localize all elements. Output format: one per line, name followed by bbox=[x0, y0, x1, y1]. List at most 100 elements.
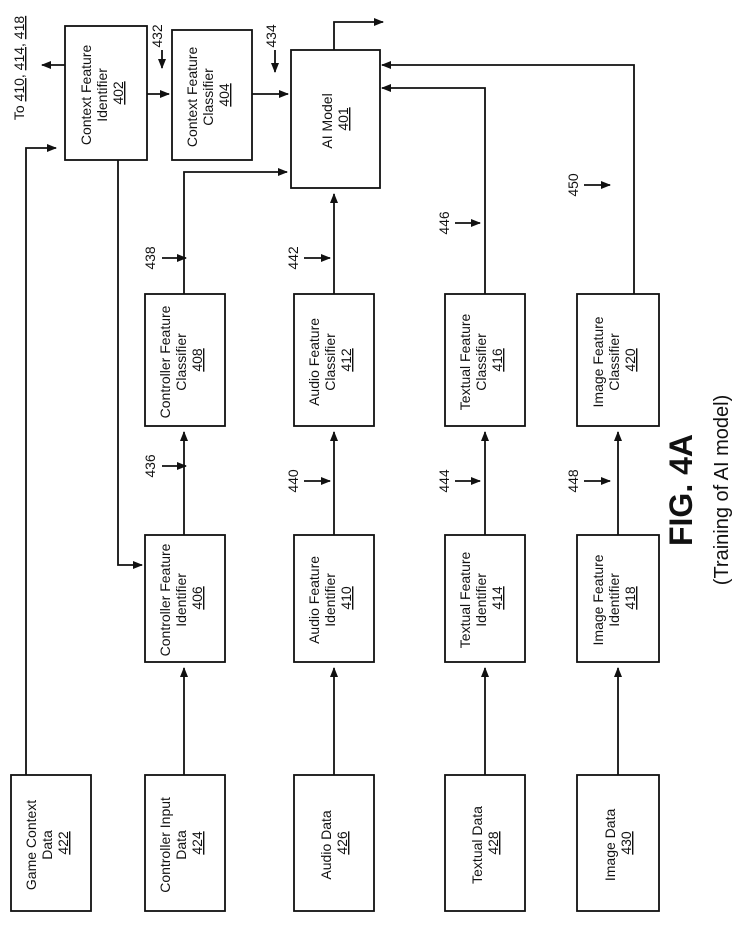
ai-model-output-arrow bbox=[333, 18, 384, 50]
context-feature-identifier-block: Context Feature Identifier 402 bbox=[64, 25, 148, 161]
svg-text:Context Feature Identifi: Context Feature Identifier 402 bbox=[78, 41, 126, 145]
reference-pointers bbox=[158, 50, 611, 485]
label-450: 450 bbox=[565, 173, 581, 197]
context-identifier-ref: 402 bbox=[110, 81, 126, 105]
svg-text:Controller Input Data: Controller Input Data 424 bbox=[157, 793, 205, 893]
audio-data-block: Audio Data 426 bbox=[293, 774, 375, 912]
game-context-data-block: Game Context Data 422 bbox=[10, 774, 92, 912]
textual-feature-identifier-block: Textual Feature Identifier 414 bbox=[444, 534, 526, 663]
image-identifier-line-1: Image Feature bbox=[590, 554, 606, 645]
label-432: 432 bbox=[149, 24, 165, 48]
svg-text:Textual Feature Identifi: Textual Feature Identifier 414 bbox=[457, 548, 505, 648]
svg-text:Image Data 430: Image Data 430 bbox=[602, 805, 634, 881]
label-442: 442 bbox=[285, 246, 301, 270]
svg-text:Audio Feature Classifier: Audio Feature Classifier 412 bbox=[306, 314, 354, 406]
image-data-line-1: Image Data bbox=[602, 809, 618, 882]
label-444: 444 bbox=[436, 469, 452, 493]
audio-identifier-line-2: Identifier bbox=[322, 573, 338, 627]
image-data-block: Image Data 430 bbox=[576, 774, 660, 912]
textual-identifier-line-2: Identifier bbox=[473, 573, 489, 627]
ai-model-ref: 401 bbox=[335, 107, 351, 131]
textual-classifier-line-2: Classifier bbox=[473, 333, 489, 391]
audio-data-line-1: Audio Data bbox=[318, 810, 334, 879]
textual-data-ref: 428 bbox=[485, 831, 501, 855]
textual-classifier-line-1: Textual Feature bbox=[457, 313, 473, 410]
figure-title: FIG. 4A bbox=[663, 434, 699, 546]
context-identifier-line-1: Context Feature bbox=[78, 45, 94, 146]
image-feature-classifier-block: Image Feature Classifier 420 bbox=[576, 293, 660, 427]
audio-classifier-line-1: Audio Feature bbox=[306, 318, 322, 406]
image-data-ref: 430 bbox=[618, 831, 634, 855]
image-classifier-line-1: Image Feature bbox=[590, 316, 606, 407]
audio-classifier-ref: 412 bbox=[338, 348, 354, 372]
svg-text:Controller Feature Ident: Controller Feature Identifier 406 bbox=[157, 540, 205, 657]
controller-input-data-ref: 424 bbox=[189, 831, 205, 855]
game-context-data-line-2: Data bbox=[39, 830, 55, 860]
context-classifier-line-1: Context Feature bbox=[184, 47, 200, 148]
controller-input-data-line-2: Data bbox=[173, 830, 189, 860]
controller-classifier-line-2: Classifier bbox=[173, 333, 189, 391]
label-448: 448 bbox=[565, 469, 581, 493]
controller-feature-identifier-block: Controller Feature Identifier 406 bbox=[144, 534, 226, 663]
textual-classifier-ref: 416 bbox=[489, 348, 505, 372]
label-434: 434 bbox=[263, 24, 279, 48]
controller-input-data-block: Controller Input Data 424 bbox=[144, 774, 226, 912]
reference-labels: 432 434 436 438 440 442 444 446 448 450 … bbox=[11, 16, 581, 493]
image-identifier-ref: 418 bbox=[622, 586, 638, 610]
label-438: 438 bbox=[142, 246, 158, 270]
image-identifier-line-2: Identifier bbox=[606, 573, 622, 627]
image-classifier-ref: 420 bbox=[622, 348, 638, 372]
output-target-note: To 410, 414, 418 bbox=[11, 16, 27, 121]
textual-feature-classifier-block: Textual Feature Classifier 416 bbox=[444, 293, 526, 427]
controller-identifier-ref: 406 bbox=[189, 586, 205, 610]
context-classifier-ref: 404 bbox=[216, 83, 232, 107]
textual-data-line-1: Textual Data bbox=[469, 806, 485, 884]
controller-classifier-line-1: Controller Feature bbox=[157, 305, 173, 418]
audio-data-ref: 426 bbox=[334, 831, 350, 855]
ai-model-block: AI Model 401 bbox=[290, 49, 381, 189]
label-446: 446 bbox=[436, 211, 452, 235]
audio-feature-identifier-block: Audio Feature Identifier 410 bbox=[293, 534, 375, 663]
audio-identifier-line-1: Audio Feature bbox=[306, 556, 322, 644]
figure-subtitle: (Training of AI model) bbox=[711, 395, 733, 585]
game-context-data-ref: 422 bbox=[55, 831, 71, 855]
svg-text:Audio Data 426: Audio Data 426 bbox=[318, 806, 350, 879]
controller-classifier-ref: 408 bbox=[189, 348, 205, 372]
connectors bbox=[25, 18, 635, 775]
image-classifier-to-ai-model-arrow bbox=[381, 61, 635, 294]
textual-classifier-to-ai-model-arrow bbox=[381, 84, 486, 294]
svg-text:AI Model 401: AI Model 401 bbox=[319, 89, 351, 148]
svg-text:Audio Feature Identifier: Audio Feature Identifier 410 bbox=[306, 552, 354, 644]
ai-model-line-1: AI Model bbox=[319, 93, 335, 148]
label-436: 436 bbox=[142, 454, 158, 478]
controller-input-data-line-1: Controller Input bbox=[157, 797, 173, 893]
textual-data-block: Textual Data 428 bbox=[444, 774, 526, 912]
image-feature-identifier-block: Image Feature Identifier 418 bbox=[576, 534, 660, 663]
svg-text:Image Feature Identifier: Image Feature Identifier 418 bbox=[590, 551, 638, 646]
textual-identifier-line-1: Textual Feature bbox=[457, 551, 473, 648]
controller-classifier-to-ai-model-arrow bbox=[183, 168, 288, 294]
game-context-to-identifier-arrow bbox=[25, 144, 57, 775]
controller-identifier-line-2: Identifier bbox=[173, 573, 189, 627]
svg-text:Controller Feature Class: Controller Feature Classifier 408 bbox=[157, 302, 205, 419]
svg-text:Context Feature Classifi: Context Feature Classifier 404 bbox=[184, 43, 232, 147]
audio-classifier-line-2: Classifier bbox=[322, 333, 338, 391]
context-classifier-line-2: Classifier bbox=[200, 68, 216, 126]
svg-text:Image Feature Classifier: Image Feature Classifier 420 bbox=[590, 313, 638, 408]
svg-text:Game Context Data: Game Context Data 422 bbox=[23, 796, 71, 890]
svg-text:Textual Feature Classifi: Textual Feature Classifier 416 bbox=[457, 310, 505, 410]
textual-identifier-ref: 414 bbox=[489, 586, 505, 610]
context-to-controller-identifier-arrow bbox=[117, 160, 143, 569]
audio-identifier-ref: 410 bbox=[338, 586, 354, 610]
context-identifier-line-2: Identifier bbox=[94, 68, 110, 122]
svg-text:Textual Data 428: Textual Data 428 bbox=[469, 802, 501, 884]
context-feature-classifier-block: Context Feature Classifier 404 bbox=[171, 29, 253, 161]
game-context-data-line-1: Game Context bbox=[23, 800, 39, 890]
controller-feature-classifier-block: Controller Feature Classifier 408 bbox=[144, 293, 226, 427]
label-440: 440 bbox=[285, 469, 301, 493]
image-classifier-line-2: Classifier bbox=[606, 333, 622, 391]
controller-identifier-line-1: Controller Feature bbox=[157, 543, 173, 656]
audio-feature-classifier-block: Audio Feature Classifier 412 bbox=[293, 293, 375, 427]
